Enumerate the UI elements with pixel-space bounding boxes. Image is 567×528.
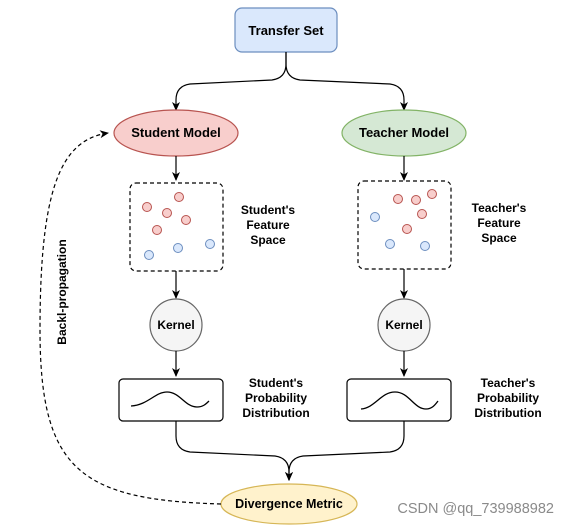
teacher-kernel-label: Kernel <box>385 318 422 332</box>
svg-text:Student's: Student's <box>241 203 296 217</box>
svg-text:Space: Space <box>481 231 517 245</box>
teacher-point-blue <box>370 212 380 222</box>
svg-text:Distribution: Distribution <box>242 406 309 420</box>
watermark: CSDN @qq_739988982 <box>397 501 554 517</box>
teacher-point-red <box>417 209 427 219</box>
teacher-point-red <box>427 189 437 199</box>
student-kernel-label: Kernel <box>157 318 194 332</box>
arrow-student-distribution-to-divergence <box>175 421 293 481</box>
teacher-feature-space <box>357 180 452 270</box>
student-feature-space <box>129 182 224 272</box>
svg-text:Distribution: Distribution <box>474 406 541 420</box>
student-point-red <box>174 192 184 202</box>
backpropagation-label: Backl-propagation <box>55 239 69 344</box>
student-feature-space-label: Student's Feature Space <box>241 203 296 247</box>
student-model-node: Student Model <box>113 109 239 157</box>
teacher-point-red <box>402 224 412 234</box>
teacher-model-label: Teacher Model <box>359 125 449 140</box>
arrow-teacher-distribution-to-divergence <box>285 421 405 481</box>
student-distribution-curve <box>130 391 210 408</box>
student-point-red <box>152 225 162 235</box>
student-distribution-box <box>118 378 224 422</box>
svg-text:Teacher's: Teacher's <box>481 376 536 390</box>
backpropagation-arrow <box>39 130 222 505</box>
svg-text:Probability: Probability <box>245 391 307 405</box>
arrow-transfer-to-teacher <box>285 52 408 111</box>
student-point-blue <box>173 243 183 253</box>
student-model-label: Student Model <box>131 125 221 140</box>
transfer-set-label: Transfer Set <box>248 23 324 38</box>
teacher-point-blue <box>385 239 395 249</box>
teacher-distribution-box <box>346 378 452 422</box>
svg-text:Space: Space <box>250 233 286 247</box>
teacher-distribution-label: Teacher's Probability Distribution <box>474 376 541 420</box>
teacher-point-red <box>393 194 403 204</box>
student-kernel-node: Kernel <box>149 298 203 352</box>
student-distribution-label: Student's Probability Distribution <box>242 376 309 420</box>
teacher-distribution-curve <box>360 391 439 410</box>
svg-text:Feature: Feature <box>246 218 290 232</box>
student-point-blue <box>144 250 154 260</box>
teacher-point-blue <box>420 241 430 251</box>
teacher-feature-space-label: Teacher's Feature Space <box>472 201 527 245</box>
student-point-blue <box>205 239 215 249</box>
teacher-kernel-node: Kernel <box>377 298 431 352</box>
student-point-red <box>162 208 172 218</box>
svg-text:Student's: Student's <box>249 376 304 390</box>
student-point-red <box>181 215 191 225</box>
svg-text:Feature: Feature <box>477 216 521 230</box>
svg-text:Teacher's: Teacher's <box>472 201 527 215</box>
student-point-red <box>142 202 152 212</box>
arrow-transfer-to-student <box>172 52 287 111</box>
transfer-set-node: Transfer Set <box>234 7 338 53</box>
divergence-metric-node: Divergence Metric <box>220 483 358 525</box>
divergence-metric-label: Divergence Metric <box>235 497 343 511</box>
teacher-model-node: Teacher Model <box>341 109 467 157</box>
teacher-point-red <box>411 195 421 205</box>
svg-text:Probability: Probability <box>477 391 539 405</box>
